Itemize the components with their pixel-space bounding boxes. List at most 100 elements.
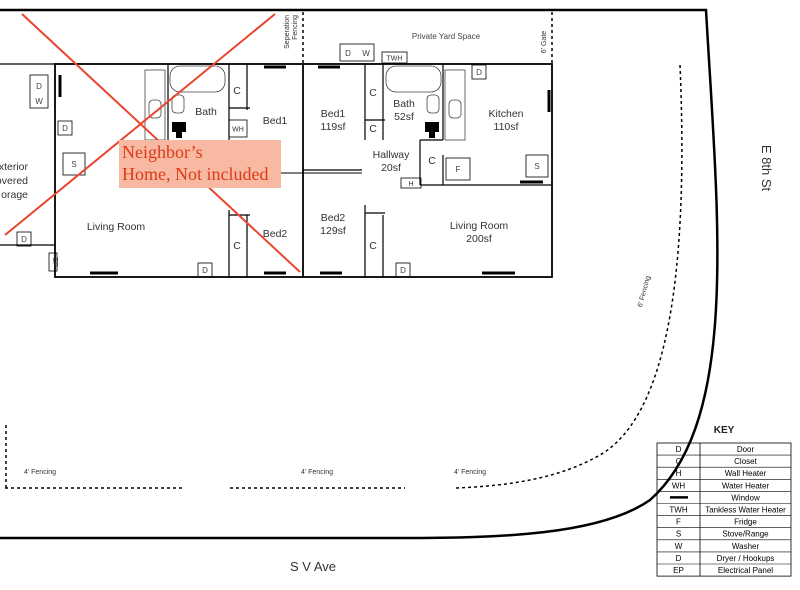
door-code: D xyxy=(476,68,482,77)
key-desc: Washer xyxy=(732,542,760,551)
separation-fencing-label-2: Fencing xyxy=(292,15,299,40)
fence-4ft-label: 4' Fencing xyxy=(301,469,333,476)
door-code: D xyxy=(202,266,208,275)
separation-fencing-label-1: Seperation xyxy=(284,15,291,49)
key-code: S xyxy=(676,530,681,539)
electrical-panel-code: EP xyxy=(51,257,58,267)
door-box xyxy=(197,262,213,278)
key-desc: Window xyxy=(731,493,760,502)
tankless-code: TWH xyxy=(387,56,403,63)
sink xyxy=(171,94,185,114)
property-boundary xyxy=(0,8,719,540)
bed2-name: Bed2 xyxy=(321,212,346,224)
neighbor-label: Neighbor’s Home, Not included xyxy=(119,140,281,188)
private-yard-label: Private Yard Space xyxy=(412,32,481,41)
closet-code: C xyxy=(233,240,241,252)
key-code: WH xyxy=(672,481,686,490)
unit-a-bed2-label: Bed2 xyxy=(263,228,288,240)
washer-box xyxy=(29,74,49,109)
street-south-label: S V Ave xyxy=(290,559,336,574)
door-box xyxy=(395,262,411,278)
key-desc: Water Heater xyxy=(722,481,770,490)
key-code: D xyxy=(676,445,682,454)
door-box xyxy=(471,64,487,80)
key-desc: Fridge xyxy=(734,518,757,527)
street-east-label: E 8th St xyxy=(759,145,774,192)
bath-name: Bath xyxy=(393,98,415,110)
key-desc: Closet xyxy=(734,457,757,466)
tankless-box xyxy=(381,51,408,64)
living-name: Living Room xyxy=(450,220,509,232)
key-code: W xyxy=(675,542,683,551)
closet-code: C xyxy=(369,87,377,99)
kitchen-area: 110sf xyxy=(494,121,519,133)
key-code: EP xyxy=(673,566,684,575)
fence-4ft-label: 4' Fencing xyxy=(454,469,486,476)
key-desc: Dryer / Hookups xyxy=(717,554,775,563)
stove-code-b: S xyxy=(534,162,539,171)
key-desc: Tankless Water Heater xyxy=(705,506,786,515)
closet-code: C xyxy=(233,85,241,97)
door-code: D xyxy=(62,124,68,133)
closet-code: C xyxy=(369,123,377,135)
storage-label-2: overed xyxy=(0,175,28,187)
bed2-area: 129sf xyxy=(320,225,346,237)
bathtub xyxy=(385,65,442,93)
bathtub xyxy=(169,65,226,93)
fridge-box xyxy=(445,157,471,181)
door-code: D xyxy=(400,266,406,275)
stove-box xyxy=(525,154,549,178)
bed1-name: Bed1 xyxy=(321,108,346,120)
door-code: D xyxy=(21,235,27,244)
electrical-panel xyxy=(48,252,58,272)
sink xyxy=(426,94,440,114)
key-desc: Door xyxy=(737,445,755,454)
gate-label: 6' Gate xyxy=(541,31,548,53)
key-title: KEY xyxy=(714,425,735,436)
storage-label-3: orage xyxy=(1,189,28,201)
wall-heater-code: H xyxy=(408,181,413,188)
bath-area: 52sf xyxy=(394,111,414,123)
wall-heater-box xyxy=(400,177,422,189)
door-box xyxy=(16,231,32,247)
key-desc: Electrical Panel xyxy=(718,566,773,575)
key-border xyxy=(656,442,792,577)
stove-code-a: S xyxy=(71,160,76,169)
storage-outline xyxy=(0,63,55,246)
key-desc: Wall Heater xyxy=(725,469,767,478)
neighbor-label-line-1: Neighbor’s xyxy=(122,142,203,162)
unit-a-bath-label: Bath xyxy=(195,106,217,118)
yard-washer-code: W xyxy=(362,49,370,58)
bed1-area: 119sf xyxy=(321,121,346,133)
key-code: H xyxy=(676,469,682,478)
key-code: TWH xyxy=(669,506,687,515)
key-code: C xyxy=(676,457,682,466)
door-box xyxy=(57,120,73,136)
strike-line xyxy=(4,13,276,236)
storage-label-1: xterior xyxy=(0,161,28,173)
closet-code: C xyxy=(369,240,377,252)
toilet xyxy=(172,122,186,138)
hallway-area: 20sf xyxy=(381,162,401,174)
stove-box xyxy=(62,152,86,176)
water-heater-code: WH xyxy=(232,127,244,134)
key-code: D xyxy=(676,554,682,563)
washer-code: W xyxy=(35,97,43,106)
fence-4ft-label: 4' Fencing xyxy=(24,469,56,476)
neighbor-label-line-2: Home, Not included xyxy=(122,164,269,184)
yard-dw-box xyxy=(339,43,375,62)
closet-code: C xyxy=(428,155,436,167)
kitchen-name: Kitchen xyxy=(488,108,523,120)
fence-6ft xyxy=(454,64,683,489)
fridge-code: F xyxy=(456,165,461,174)
toilet xyxy=(425,122,439,138)
yard-dryer-code: D xyxy=(345,49,351,58)
dryer-code: D xyxy=(36,82,42,91)
living-area: 200sf xyxy=(466,233,492,245)
sink xyxy=(448,99,462,119)
unit-a-living-label: Living Room xyxy=(87,221,146,233)
unit-a-bed1-label: Bed1 xyxy=(263,115,288,127)
key-code: F xyxy=(676,518,681,527)
